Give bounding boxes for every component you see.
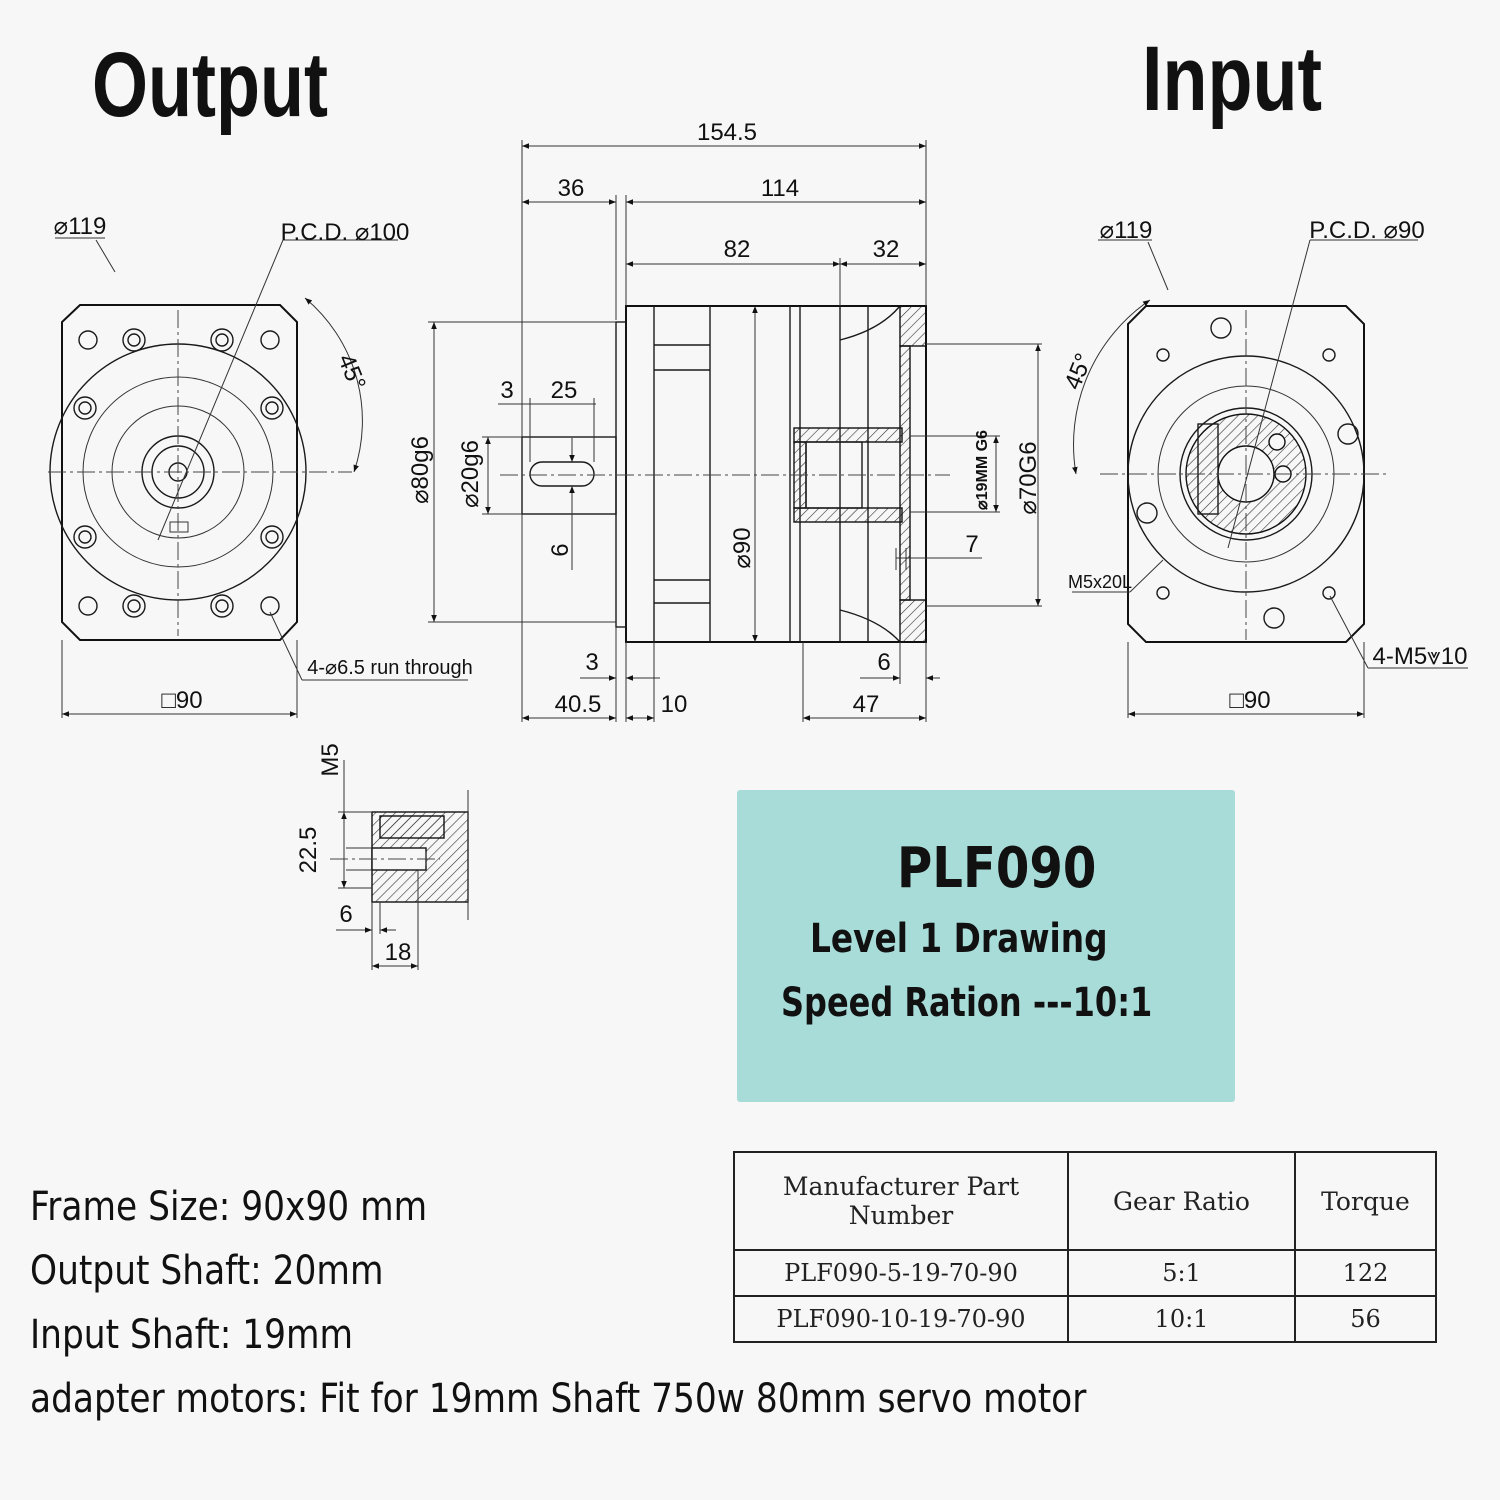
- tapped-hole-detail: [330, 760, 469, 970]
- cell-torque: 56: [1294, 1295, 1437, 1343]
- drawing-level: Level 1 Drawing: [810, 916, 1108, 962]
- dim-dia90: ⌀90: [729, 527, 756, 568]
- cell-gear-ratio: 5:1: [1067, 1249, 1296, 1297]
- dim-m5x20l: M5x20L: [1068, 572, 1132, 592]
- dim-overall-length: 154.5: [697, 119, 757, 146]
- model-name: PLF090: [897, 836, 1097, 901]
- dim-6-detail: 6: [339, 901, 352, 928]
- header-gear-ratio: Gear Ratio: [1067, 1151, 1296, 1251]
- title-box: PLF090 Level 1 Drawing Speed Ration ---1…: [737, 790, 1235, 1102]
- dim-dia80: ⌀80g6: [407, 436, 434, 504]
- cell-part-number: PLF090-10-19-70-90: [733, 1295, 1069, 1343]
- input-heading: Input: [1142, 28, 1322, 130]
- dim-dia119-right: ⌀119: [1100, 217, 1153, 244]
- header-torque: Torque: [1294, 1151, 1437, 1251]
- cell-gear-ratio: 10:1: [1067, 1295, 1296, 1343]
- dim-m5: M5: [317, 743, 344, 776]
- dim-25: 25: [551, 377, 578, 404]
- output-flange-square: [61, 304, 298, 641]
- dim-3-bottom: 3: [585, 649, 598, 676]
- dim-3-top: 3: [500, 377, 513, 404]
- parts-table: Manufacturer Part Number Gear Ratio Torq…: [733, 1151, 1437, 1343]
- output-heading: Output: [92, 34, 328, 136]
- dim-square-right: □90: [1229, 687, 1270, 714]
- dim-32: 32: [873, 236, 900, 263]
- output-end-view: [48, 237, 468, 718]
- side-view: [428, 140, 1042, 722]
- cell-torque: 122: [1294, 1249, 1437, 1297]
- dim-pcd100: P.C.D. ⌀100: [281, 219, 410, 246]
- dim-18: 18: [385, 939, 412, 966]
- dim-36: 36: [558, 175, 585, 202]
- dim-pcd90: P.C.D. ⌀90: [1309, 217, 1424, 244]
- table-row: PLF090-10-19-70-90 10:1 56: [733, 1295, 1437, 1343]
- dim-47: 47: [853, 691, 880, 718]
- spec-input-shaft: Input Shaft: 19mm: [30, 1312, 354, 1358]
- dim-6-key: 6: [547, 543, 574, 556]
- dim-angle-right: 45°: [1059, 350, 1098, 394]
- dim-22-5: 22.5: [295, 827, 322, 874]
- spec-output-shaft: Output Shaft: 20mm: [30, 1248, 384, 1294]
- dim-7: 7: [965, 531, 978, 558]
- table-header-row: Manufacturer Part Number Gear Ratio Torq…: [733, 1151, 1437, 1251]
- dim-dia20: ⌀20g6: [457, 440, 484, 508]
- dim-10: 10: [661, 691, 688, 718]
- cell-part-number: PLF090-5-19-70-90: [733, 1249, 1069, 1297]
- dim-square-left: □90: [161, 687, 202, 714]
- shaft-key: [529, 461, 595, 487]
- dim-holes-output: 4-⌀6.5 run through: [307, 657, 472, 679]
- spec-adapter-motors: adapter motors: Fit for 19mm Shaft 750w …: [30, 1376, 1087, 1422]
- dim-40-5: 40.5: [555, 691, 602, 718]
- dim-dia70: ⌀70G6: [1015, 441, 1042, 514]
- dim-114: 114: [761, 175, 799, 202]
- dim-dia19: ⌀19MM G6: [974, 430, 991, 510]
- dim-holes-input: 4-M5⩔10: [1373, 643, 1468, 670]
- header-part-number: Manufacturer Part Number: [733, 1151, 1069, 1251]
- input-end-view: [1072, 239, 1468, 718]
- dim-6-right: 6: [877, 649, 890, 676]
- spec-frame-size: Frame Size: 90x90 mm: [30, 1184, 428, 1230]
- dim-angle-left: 45°: [332, 350, 371, 394]
- table-row: PLF090-5-19-70-90 5:1 122: [733, 1249, 1437, 1297]
- dim-82: 82: [724, 236, 751, 263]
- dim-dia119-left: ⌀119: [54, 213, 107, 240]
- speed-ratio: Speed Ration ---10:1: [781, 980, 1153, 1026]
- gearbox-housing: [625, 305, 927, 643]
